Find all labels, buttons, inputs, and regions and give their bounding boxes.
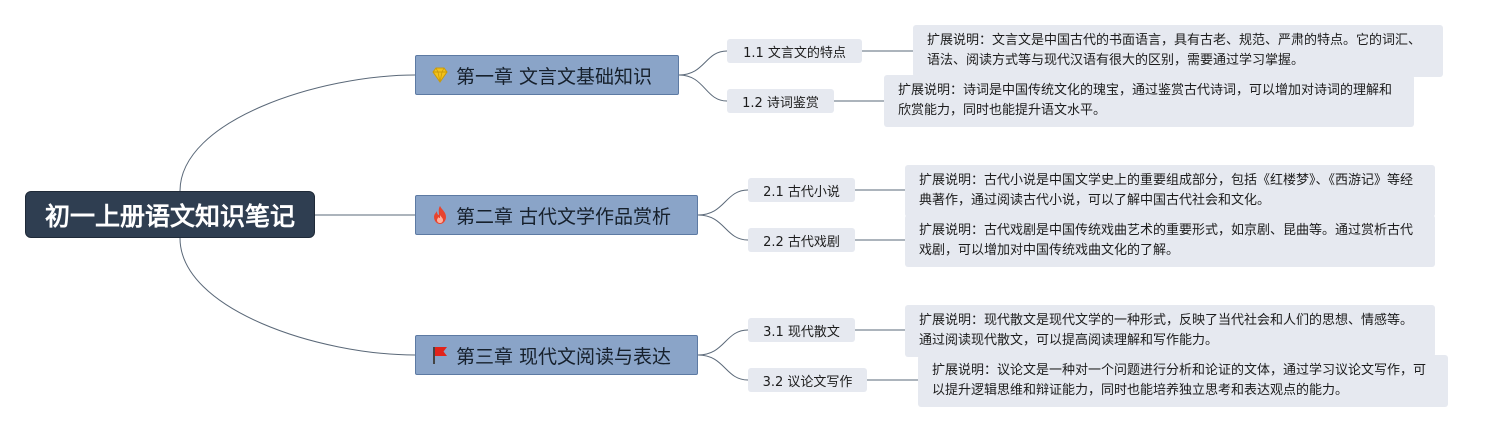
connector-ch1-s1 (678, 50, 728, 76)
note-1-1[interactable]: 扩展说明：文言文是中国古代的书面语言，具有古老、规范、严肃的特点。它的词汇、语法… (913, 25, 1443, 77)
connector-root-ch1 (179, 74, 416, 192)
connector-ch2-s1 (697, 189, 749, 216)
connector-ch2-s2 (697, 214, 749, 241)
root-topic[interactable]: 初一上册语文知识笔记 (25, 191, 315, 238)
note-2-2[interactable]: 扩展说明：古代戏剧是中国传统戏曲艺术的重要形式，如京剧、昆曲等。通过赏析古代戏剧… (905, 215, 1435, 267)
note-3-2[interactable]: 扩展说明：议论文是一种对一个问题进行分析和论证的文体，通过学习议论文写作，可以提… (918, 355, 1448, 407)
section-2-2[interactable]: 2.2 古代戏剧 (748, 228, 855, 252)
note-2-1-text: 扩展说明：古代小说是中国文学史上的重要组成部分，包括《红楼梦》、《西游记》等经典… (919, 173, 1414, 208)
chapter-3-label: 第三章 现代文阅读与表达 (456, 345, 672, 368)
section-3-1-label: 3.1 现代散文 (763, 324, 840, 340)
diamond-icon (432, 67, 448, 83)
chapter-2-label: 第二章 古代文学作品赏析 (456, 205, 672, 228)
connector-ch3-s1 (697, 329, 749, 356)
note-1-1-text: 扩展说明：文言文是中国古代的书面语言，具有古老、规范、严肃的特点。它的词汇、语法… (927, 33, 1422, 68)
section-2-1[interactable]: 2.1 古代小说 (748, 178, 855, 202)
note-2-1[interactable]: 扩展说明：古代小说是中国文学史上的重要组成部分，包括《红楼梦》、《西游记》等经典… (905, 165, 1435, 217)
note-3-1[interactable]: 扩展说明：现代散文是现代文学的一种形式，反映了当代社会和人们的思想、情感等。通过… (905, 305, 1435, 357)
section-3-2-label: 3.2 议论文写作 (762, 374, 853, 390)
chapter-1-label: 第一章 文言文基础知识 (456, 65, 653, 88)
connector-root-ch3 (179, 237, 416, 356)
section-2-1-label: 2.1 古代小说 (763, 184, 840, 200)
section-2-2-label: 2.2 古代戏剧 (763, 234, 840, 250)
note-3-2-text: 扩展说明：议论文是一种对一个问题进行分析和论证的文体，通过学习议论文写作，可以提… (932, 363, 1427, 398)
note-3-1-text: 扩展说明：现代散文是现代文学的一种形式，反映了当代社会和人们的思想、情感等。通过… (919, 313, 1414, 348)
section-1-2-label: 1.2 诗词鉴赏 (742, 95, 819, 111)
chapter-1[interactable]: 第一章 文言文基础知识 (415, 55, 679, 95)
flag-icon (433, 347, 447, 364)
section-3-1[interactable]: 3.1 现代散文 (748, 318, 855, 342)
section-1-1[interactable]: 1.1 文言文的特点 (727, 39, 862, 63)
connector-ch1-s2 (678, 74, 728, 102)
section-1-2[interactable]: 1.2 诗词鉴赏 (727, 89, 834, 113)
root-topic-label: 初一上册语文知识笔记 (44, 201, 295, 231)
note-2-2-text: 扩展说明：古代戏剧是中国传统戏曲艺术的重要形式，如京剧、昆曲等。通过赏析古代戏剧… (919, 223, 1414, 258)
note-1-2-text: 扩展说明：诗词是中国传统文化的瑰宝，通过鉴赏古代诗词，可以增加对诗词的理解和欣赏… (898, 83, 1393, 118)
section-1-1-label: 1.1 文言文的特点 (743, 45, 846, 61)
chapter-3[interactable]: 第三章 现代文阅读与表达 (415, 335, 698, 375)
connector-ch3-s2 (697, 354, 749, 381)
note-1-2[interactable]: 扩展说明：诗词是中国传统文化的瑰宝，通过鉴赏古代诗词，可以增加对诗词的理解和欣赏… (884, 75, 1414, 127)
chapter-2[interactable]: 第二章 古代文学作品赏析 (415, 195, 698, 235)
section-3-2[interactable]: 3.2 议论文写作 (748, 368, 867, 392)
fire-icon (434, 206, 446, 224)
